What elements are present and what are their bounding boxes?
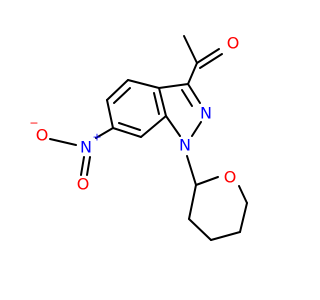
bond-c7-c7a [140,115,167,138]
bond-c6-nno2 [95,127,114,139]
atom-labels: O O − N + O N N O [29,34,239,194]
bond-c3a-c4 [127,79,160,89]
bond-c3a-c3 [158,83,189,89]
bond-c4-c5 [106,79,129,101]
charge-plus: + [92,131,101,144]
bond-thp-c5-c4 [210,231,241,241]
bond-thp-c4-c3 [188,218,212,241]
bond-n-o-left [49,138,77,146]
bond-n-o-bottom-2 [86,156,91,176]
bond-c-o-double-2 [199,53,223,69]
bond-c-o-double-1 [196,48,220,64]
bond-c4-c5-inner [113,87,131,104]
bond-thp-o-c6 [238,185,248,204]
bond-c6-c7-inner [118,122,141,131]
bond-n1-c7a [165,115,181,137]
bond-c3-cho [187,62,198,85]
bond-c7a-c3a-inner [153,92,160,115]
atom-aldehyde-oxygen: O [227,34,240,53]
atom-nitro-oxygen-left: O [36,126,49,145]
molecule-diagram: O O − N + O N N O [29,34,248,241]
charge-minus: − [29,117,38,130]
bond-thp-c6-c5 [239,202,248,233]
bond-c3-n2-inner [181,89,193,107]
atom-ring-nitrogen-1: N [179,136,191,155]
atom-nitro-nitrogen: N [80,138,92,157]
bond-n1-thp [186,155,197,186]
bond-c7a-c3a [158,87,167,117]
atom-nitro-oxygen-bottom: O [77,175,90,194]
bond-cho-h [183,35,198,64]
bond-n-o-bottom-1 [80,156,85,176]
structure-canvas: O O − N + O N N O [29,34,248,241]
bond-thp-c2-o [195,176,219,186]
bond-n2-n1 [191,121,202,137]
bond-thp-c3-c2 [188,184,197,220]
bond-c6-c7 [112,127,142,138]
bond-c3-n2 [187,83,201,104]
bonds [49,35,248,241]
atom-thp-oxygen: O [224,168,237,187]
atom-ring-nitrogen-2: N [200,104,212,123]
bond-c5-c6 [106,99,114,129]
